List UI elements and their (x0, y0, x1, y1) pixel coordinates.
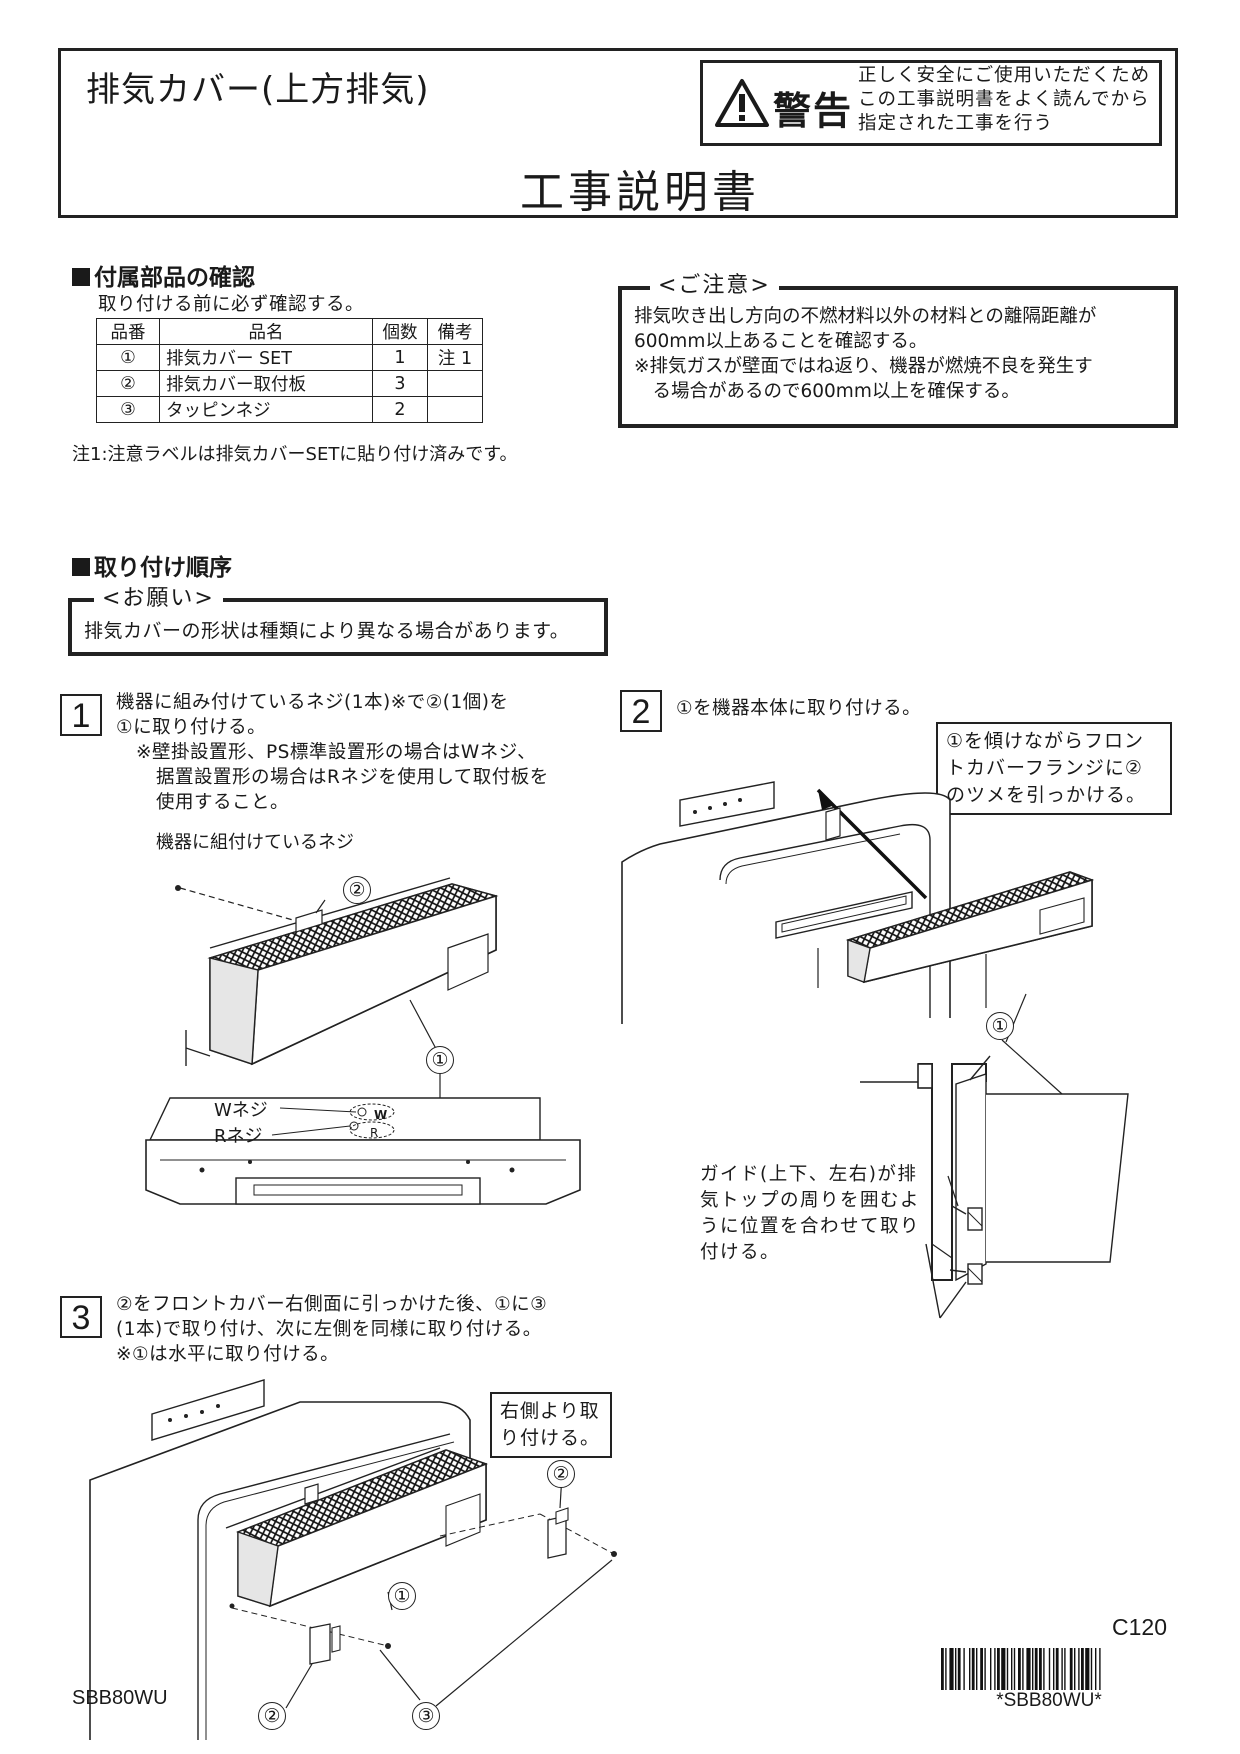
r-mark: R (370, 1126, 379, 1140)
step-2-number: 2 (620, 690, 662, 732)
step-2-text: ①を機器本体に取り付ける。 (676, 698, 922, 719)
r-screw-label: Rネジ (214, 1126, 263, 1147)
step-line: ①に取り付ける。 (116, 717, 267, 738)
parts-instruction: 取り付ける前に必ず確認する。 (98, 294, 365, 315)
column-header: 個数 (372, 318, 428, 345)
barcode-text: *SBB80WU* (996, 1690, 1102, 1711)
step-3-number: 3 (60, 1296, 102, 1338)
step-line: ※①は水平に取り付ける。 (116, 1344, 340, 1365)
header-frame (58, 48, 1178, 218)
cross-section-drawing (860, 993, 1129, 1319)
caution-line: ※排気ガスが壁面ではね返り、機器が燃焼不良を発生す (634, 356, 1093, 377)
part-name: 排気カバー取付板 (159, 370, 373, 397)
column-header: 品番 (96, 318, 160, 345)
part-callout-3: ③ (412, 1702, 440, 1730)
document-code: C120 (1112, 1614, 1167, 1640)
part-callout-2: ② (258, 1702, 286, 1730)
model-code: SBB80WU (72, 1687, 168, 1709)
installed-cover-drawing (89, 1379, 617, 1740)
exhaust-cover-drawing (185, 877, 499, 1066)
step-3-text: ②をフロントカバー右側面に引っかけた後、①に③ (1本)で取り付け、次に左側を同… (116, 1292, 547, 1367)
request-text: 排気カバーの形状は種類により異なる場合があります。 (84, 620, 570, 642)
column-header: 備考 (427, 318, 483, 345)
step-1-number: 1 (60, 694, 102, 736)
guide-note: ガイド(上下、左右)が排気トップの周りを囲むように位置を合わせて取り付ける。 (700, 1164, 921, 1263)
caution-box (618, 286, 1178, 428)
part-number: ③ (96, 396, 160, 423)
step-2-callout: ①を傾けながらフロントカバーフランジに②のツメを引っかける。 (936, 722, 1172, 815)
caution-line: 600mm以上あることを確認する。 (634, 331, 928, 352)
screw-icon (175, 885, 301, 923)
table-row: ② 排気カバー取付板 3 (96, 370, 483, 397)
request-title: <お願い> (94, 580, 223, 612)
step-line: (1本)で取り付け、次に左側を同様に取り付ける。 (116, 1319, 542, 1340)
part-callout-1: ① (388, 1582, 416, 1610)
step-line: 機器に組み付けているネジ(1本)※で②(1個)を (116, 692, 509, 713)
part-callout-2: ② (547, 1460, 575, 1488)
part-note: 注 1 (427, 344, 483, 371)
part-callout-1: ① (426, 1046, 454, 1074)
w-screw-label: Wネジ (214, 1100, 268, 1121)
table-header-row: 品番 品名 個数 備考 (96, 318, 483, 345)
warning-text: 正しく安全にご使用いただくためこの工事説明書をよく読んでから指定された工事を行う (858, 65, 1151, 134)
part-note (427, 396, 483, 423)
request-box (68, 598, 608, 656)
step-line: ※壁掛設置形、PS標準設置形の場合はWネジ、 (136, 742, 537, 763)
warning-box (700, 60, 1162, 146)
part-callout-2: ② (343, 876, 371, 904)
part-name: 排気カバー SET (159, 344, 373, 371)
barcode-icon (941, 1648, 1101, 1690)
parts-table: 品番 品名 個数 備考 ① 排気カバー SET 1 注 1 ② 排気カバー取付板… (96, 318, 483, 423)
document-subject: 排気カバー(上方排気) (86, 70, 430, 110)
caution-title: <ご注意> (650, 267, 779, 299)
screw-label: 機器に組付けているネジ (156, 832, 354, 853)
table-row: ③ タッピンネジ 2 (96, 396, 483, 423)
caution-text: 排気吹き出し方向の不燃材料以外の材料との離隔距離が 600mm以上あることを確認… (634, 304, 1174, 404)
mounting-plate-drawing (145, 1074, 581, 1205)
w-mark: W (374, 1108, 388, 1122)
document-title: 工事説明書 (520, 167, 760, 218)
caution-line: る場合があるので600mm以上を確保する。 (634, 381, 1020, 402)
water-heater-drawing (621, 781, 1095, 1024)
column-header: 品名 (159, 318, 373, 345)
table-row: ① 排気カバー SET 1 注 1 (96, 344, 483, 371)
square-bullet-icon (72, 558, 90, 576)
part-callout-1: ① (986, 1012, 1014, 1040)
step-line: 使用すること。 (156, 792, 290, 813)
step-line: 据置設置形の場合はRネジを使用して取付板を (156, 767, 549, 788)
step-line: ②をフロントカバー右側面に引っかけた後、①に③ (116, 1294, 548, 1315)
parts-heading: 付属部品の確認 (72, 258, 255, 292)
step-3-callout: 右側より取り付ける。 (490, 1392, 612, 1458)
warning-label: 警告 (773, 89, 854, 133)
caution-line: 排気吹き出し方向の不燃材料以外の材料との離隔距離が (634, 306, 1097, 327)
parts-footnote: 注1:注意ラベルは排気カバーSETに貼り付け済みです。 (72, 444, 518, 465)
procedure-heading: 取り付け順序 (72, 548, 232, 582)
part-name: タッピンネジ (159, 396, 373, 423)
warning-triangle-icon (715, 79, 769, 127)
square-bullet-icon (72, 268, 90, 286)
step-1-text: 機器に組み付けているネジ(1本)※で②(1個)を ①に取り付ける。 ※壁掛設置形… (116, 690, 549, 815)
part-qty: 2 (372, 396, 428, 423)
